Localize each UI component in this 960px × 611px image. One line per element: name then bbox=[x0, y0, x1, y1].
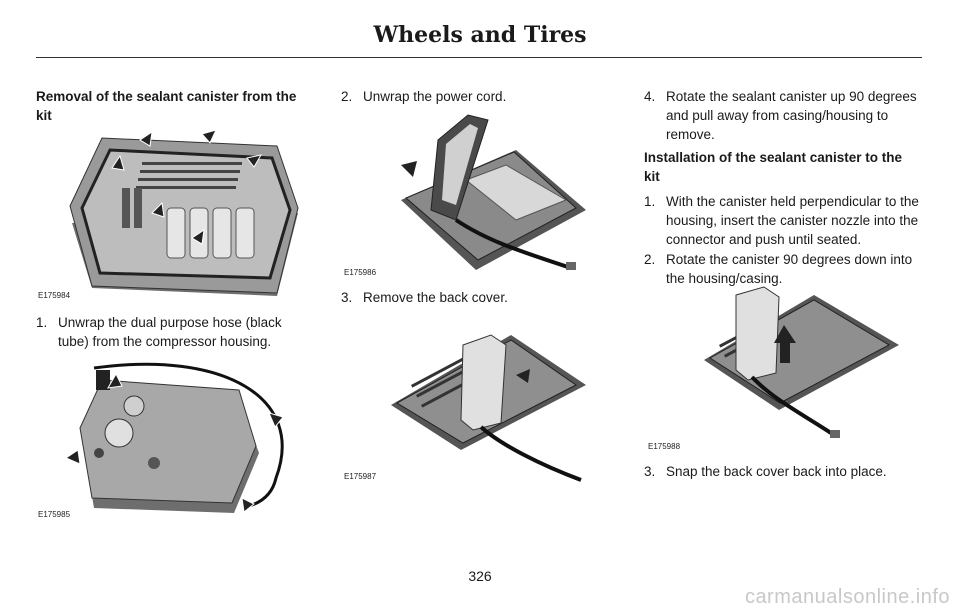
figure-code: E175988 bbox=[648, 442, 681, 451]
figure-code: E175987 bbox=[344, 472, 377, 481]
figure-code: E175986 bbox=[344, 268, 377, 277]
step-text: With the canister held perpendicular to … bbox=[666, 194, 919, 247]
step-number: 3. bbox=[644, 464, 656, 479]
install-step-1: 1. With the canister held perpendicular … bbox=[644, 192, 922, 249]
step-text: Rotate the sealant canister up 90 degree… bbox=[666, 89, 917, 142]
figure-code: E175984 bbox=[38, 291, 71, 300]
section-heading-removal: Removal of the sealant canister from the… bbox=[36, 89, 297, 123]
step-number: 2. bbox=[341, 89, 353, 104]
section-heading-installation: Installation of the sealant canister to … bbox=[644, 150, 903, 184]
step-number: 4. bbox=[644, 89, 656, 104]
step-text: Remove the back cover. bbox=[363, 290, 508, 305]
figure-install-canister bbox=[704, 286, 899, 438]
step-3: 3. Remove the back cover. bbox=[341, 288, 601, 307]
step-number: 2. bbox=[644, 252, 656, 267]
step-2: 2. Unwrap the power cord. bbox=[341, 87, 601, 106]
step-number: 1. bbox=[644, 194, 656, 209]
step-text: Unwrap the power cord. bbox=[363, 89, 507, 104]
figure-code: E175985 bbox=[38, 510, 71, 519]
step-text: Unwrap the dual purpose hose (black tube… bbox=[58, 315, 282, 349]
figure-power-cord bbox=[401, 114, 586, 270]
figure-sealant-kit-top bbox=[69, 129, 299, 296]
install-step-3: 3. Snap the back cover back into place. bbox=[644, 462, 922, 481]
page-title: Wheels and Tires bbox=[373, 22, 587, 48]
figure-compressor-hose bbox=[64, 362, 284, 513]
header-rule bbox=[36, 57, 922, 58]
figure-back-cover bbox=[391, 334, 586, 482]
step-text: Rotate the canister 90 degrees down into… bbox=[666, 252, 913, 286]
step-1: 1. Unwrap the dual purpose hose (black t… bbox=[36, 313, 308, 351]
install-step-2: 2. Rotate the canister 90 degrees down i… bbox=[644, 250, 922, 288]
step-number: 1. bbox=[36, 315, 48, 330]
page-number: 326 bbox=[468, 568, 492, 584]
watermark: carmanualsonline.info bbox=[744, 586, 950, 608]
step-number: 3. bbox=[341, 290, 353, 305]
step-text: Snap the back cover back into place. bbox=[666, 464, 887, 479]
step-4: 4. Rotate the sealant canister up 90 deg… bbox=[644, 87, 922, 144]
